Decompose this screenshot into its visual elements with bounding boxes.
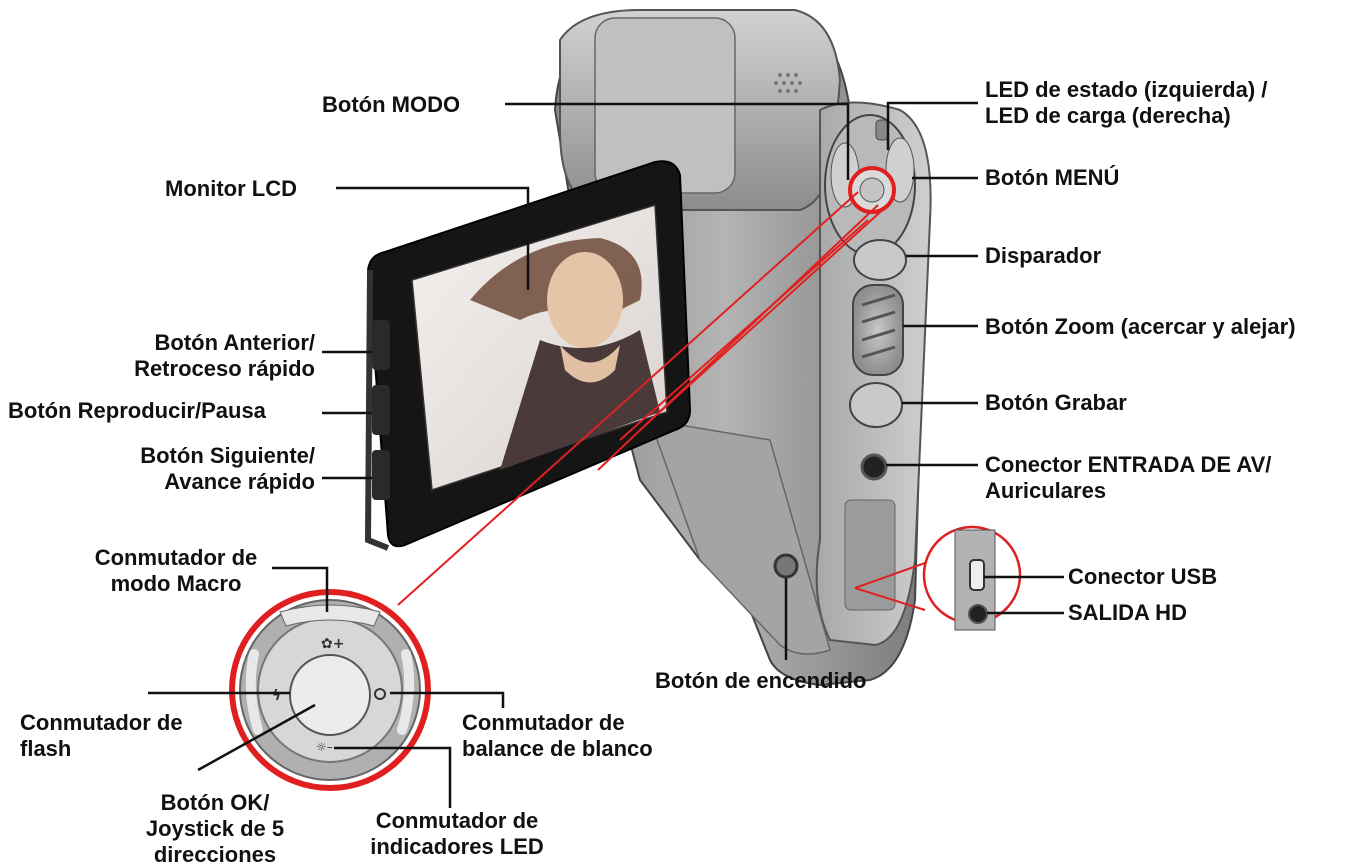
zoom-button-label: Botón Zoom (acercar y alejar) <box>985 314 1296 339</box>
flash-bolt-icon: ϟ <box>272 688 281 704</box>
status-led-label: LED de estado (izquierda) / LED de carga… <box>985 77 1267 129</box>
white-balance-label: Conmutador de balance de blanco <box>462 710 653 762</box>
leader-lines <box>148 101 1064 808</box>
white-balance-icon <box>374 688 386 700</box>
shutter-button <box>853 239 907 281</box>
prev-button-label-line-2: Retroceso rápido <box>134 356 315 381</box>
flash-switch-label-line-1: Conmutador de <box>20 710 183 735</box>
prev-button-label: Botón Anterior/ Retroceso rápido <box>60 330 315 382</box>
ok-joystick-label-line-1: Botón OK/ <box>160 790 270 815</box>
led-indicator-label-line-1: Conmutador de <box>375 808 539 833</box>
menu-button-label: Botón MENÚ <box>985 165 1120 190</box>
prev-button-label-line-1: Botón Anterior/ <box>154 330 316 355</box>
record-button <box>849 382 903 428</box>
next-button-label-line-2: Avance rápido <box>164 469 315 494</box>
ok-joystick-label: Botón OK/ Joystick de 5 direcciones <box>130 790 300 868</box>
av-in-label-line-2: Auriculares <box>985 478 1107 503</box>
status-led-label-line-2: LED de carga (derecha) <box>985 103 1231 128</box>
white-balance-label-line-2: balance de blanco <box>462 736 653 761</box>
play-pause-label: Botón Reproducir/Pausa <box>8 398 266 423</box>
flash-switch-label-line-2: flash <box>20 736 72 761</box>
ok-joystick-label-line-2: Joystick de 5 <box>145 816 285 841</box>
hd-out-label: SALIDA HD <box>1068 600 1187 625</box>
shutter-label: Disparador <box>985 243 1102 268</box>
macro-flower-icon: ✿+ <box>321 636 344 652</box>
lcd-panel <box>364 160 692 551</box>
macro-switch-label-line-2: modo Macro <box>110 571 242 596</box>
mode-menu-dial <box>824 114 916 256</box>
lcd-monitor-label: Monitor LCD <box>165 176 297 201</box>
flash-switch-label: Conmutador de flash <box>20 710 183 762</box>
status-led-label-line-1: LED de estado (izquierda) / <box>985 77 1268 102</box>
power-button-graphic <box>773 553 799 579</box>
next-button-label: Botón Siguiente/ Avance rápido <box>60 443 315 495</box>
white-balance-label-line-1: Conmutador de <box>462 710 625 735</box>
mode-button-label: Botón MODO <box>322 92 461 117</box>
highlight-lines <box>397 191 889 606</box>
dial-inset: ✿+ ϟ ☼– <box>229 589 431 791</box>
record-button-label: Botón Grabar <box>985 390 1127 415</box>
zoom-rocker <box>852 284 904 376</box>
macro-switch-label: Conmutador de modo Macro <box>66 545 286 597</box>
connector-inset <box>854 525 1022 631</box>
led-indicator-label: Conmutador de indicadores LED <box>352 808 562 860</box>
led-light-icon: ☼– <box>316 740 333 754</box>
usb-connector-label: Conector USB <box>1068 564 1218 589</box>
ok-joystick-label-line-3: direcciones <box>153 842 277 867</box>
av-in-jack <box>860 453 888 481</box>
next-button-label-line-1: Botón Siguiente/ <box>140 443 315 468</box>
av-in-label-line-1: Conector ENTRADA DE AV/ <box>985 452 1272 477</box>
macro-switch-label-line-1: Conmutador de <box>94 545 258 570</box>
power-button-label: Botón de encendido <box>655 668 867 693</box>
av-in-label: Conector ENTRADA DE AV/ Auriculares <box>985 452 1271 504</box>
led-indicator-label-line-2: indicadores LED <box>370 834 544 859</box>
